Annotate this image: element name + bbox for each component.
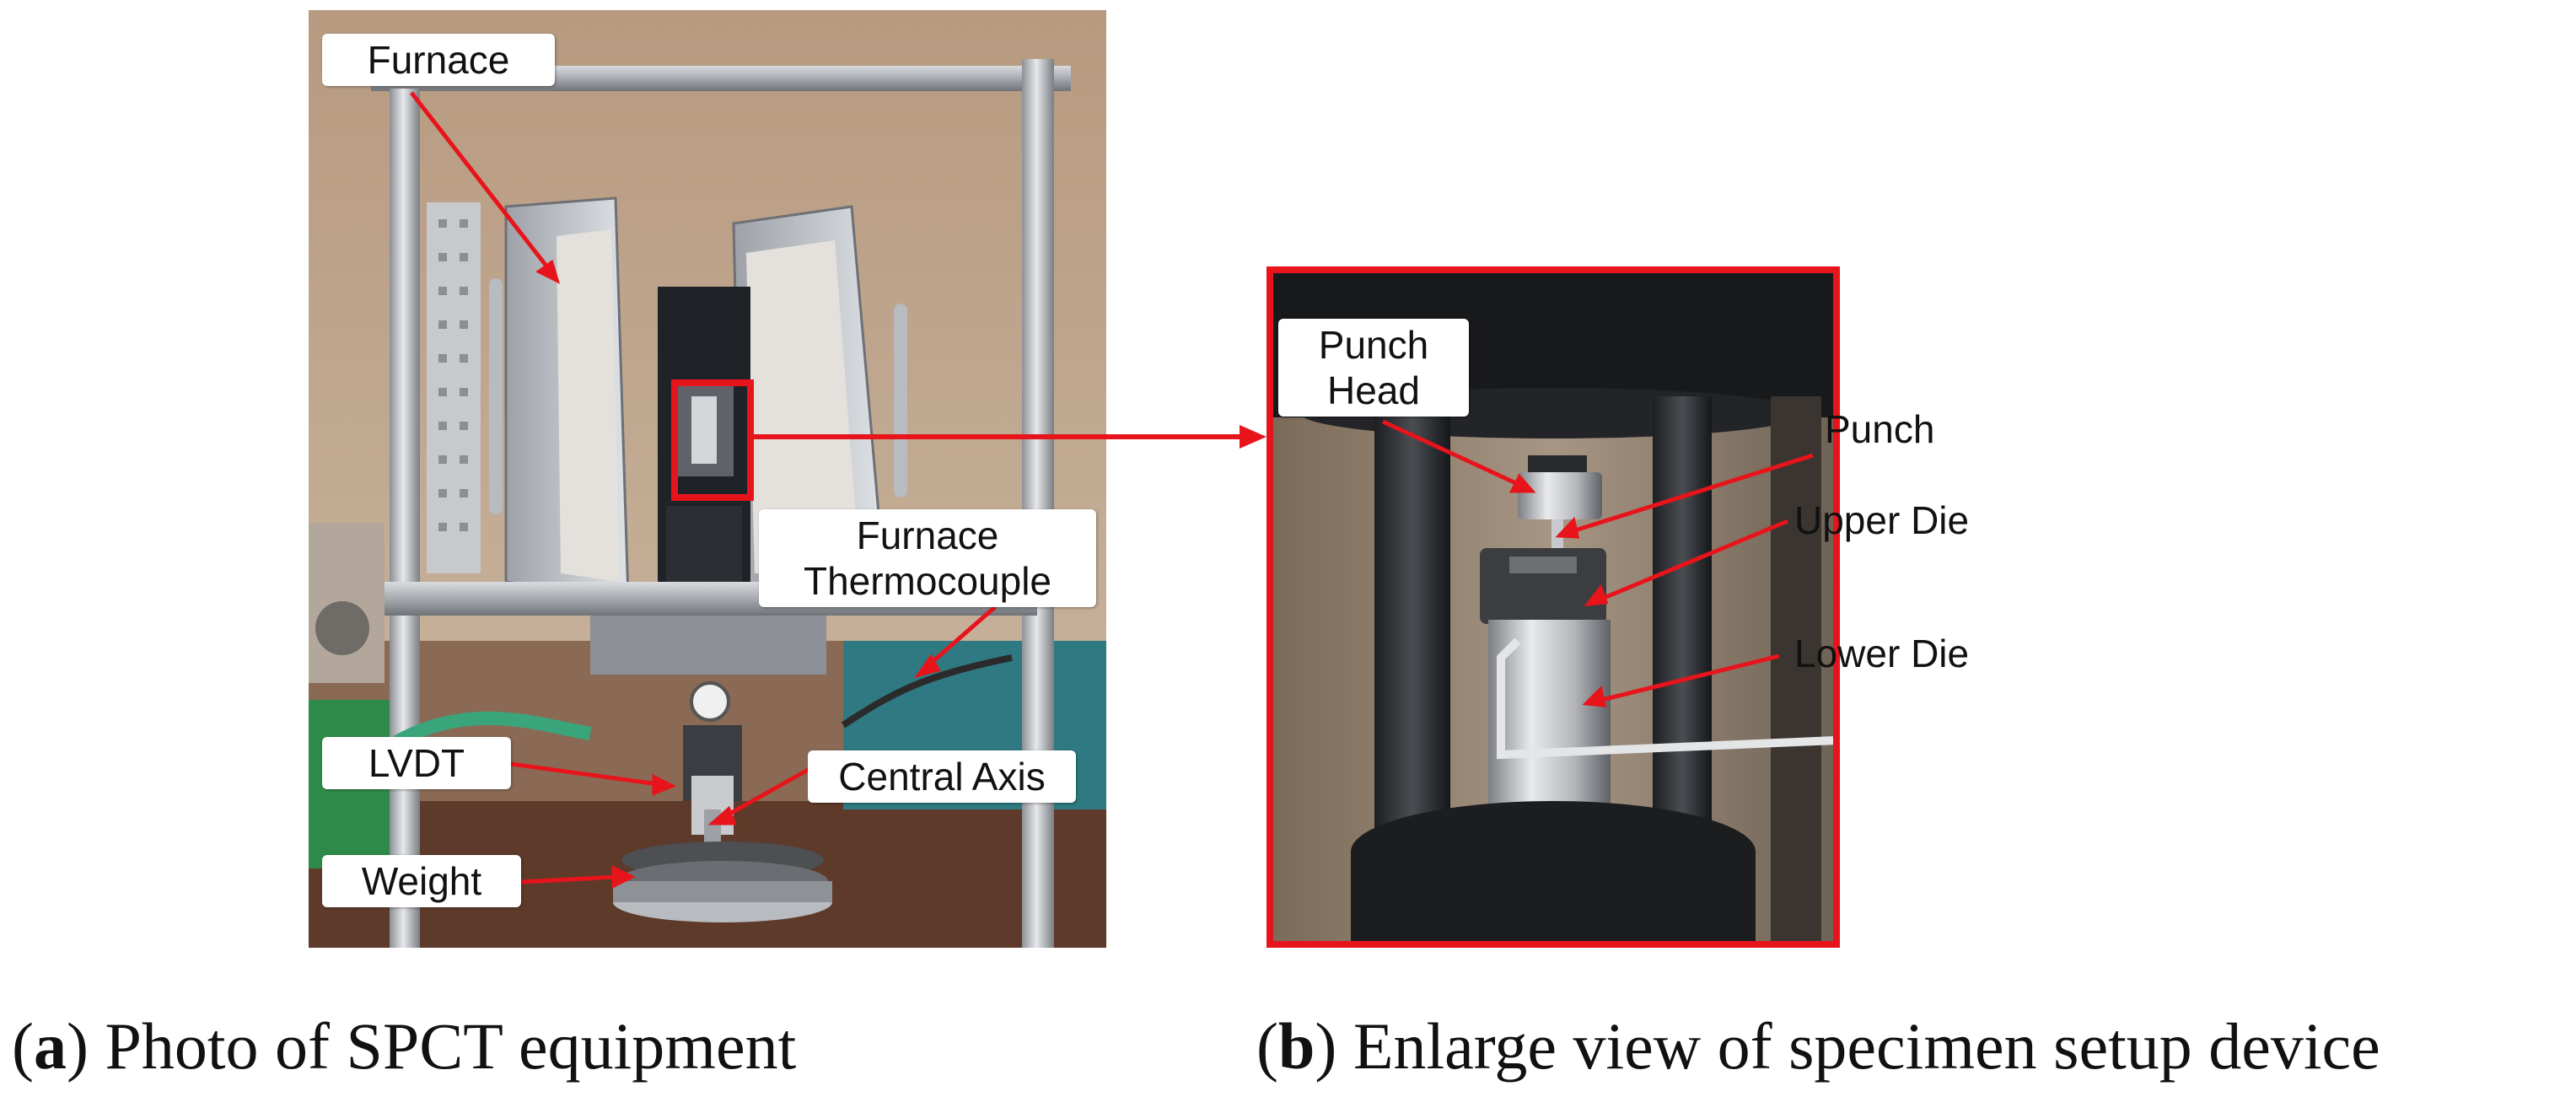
label-upper-die: Upper Die xyxy=(1794,498,1970,542)
caption-a-open: ( xyxy=(12,1009,34,1083)
label-lower-die: Lower Die xyxy=(1794,632,1970,675)
caption-b: (b) Enlarge view of specimen setup devic… xyxy=(1256,1008,2380,1084)
zoom-source-box xyxy=(671,379,754,501)
caption-a-letter: a xyxy=(33,1009,67,1083)
zoom-connector-arrowhead xyxy=(1240,425,1266,449)
label-furnace-thermocouple: Furnace Thermocouple xyxy=(759,509,1096,607)
label-lvdt: LVDT xyxy=(322,737,511,789)
zoom-frame xyxy=(1266,266,1840,948)
label-furnace-thermocouple-line1: Furnace xyxy=(856,514,999,557)
caption-a-text: ) Photo of SPCT equipment xyxy=(66,1009,797,1083)
caption-b-open: ( xyxy=(1256,1009,1278,1083)
label-furnace-thermocouple-line2: Thermocouple xyxy=(803,559,1052,603)
label-weight: Weight xyxy=(322,855,521,907)
label-punch-head-line1: Punch xyxy=(1318,323,1429,367)
caption-b-text: ) Enlarge view of specimen setup device xyxy=(1315,1009,2380,1083)
label-punch: Punch xyxy=(1825,407,1935,451)
caption-a: (a) Photo of SPCT equipment xyxy=(12,1008,796,1084)
label-punch-head-line2: Head xyxy=(1327,368,1420,412)
panel-a-photo xyxy=(309,10,1106,948)
label-furnace: Furnace xyxy=(322,34,555,86)
label-punch-head: Punch Head xyxy=(1278,319,1469,417)
label-central-axis: Central Axis xyxy=(808,750,1076,803)
caption-b-letter: b xyxy=(1277,1009,1315,1083)
